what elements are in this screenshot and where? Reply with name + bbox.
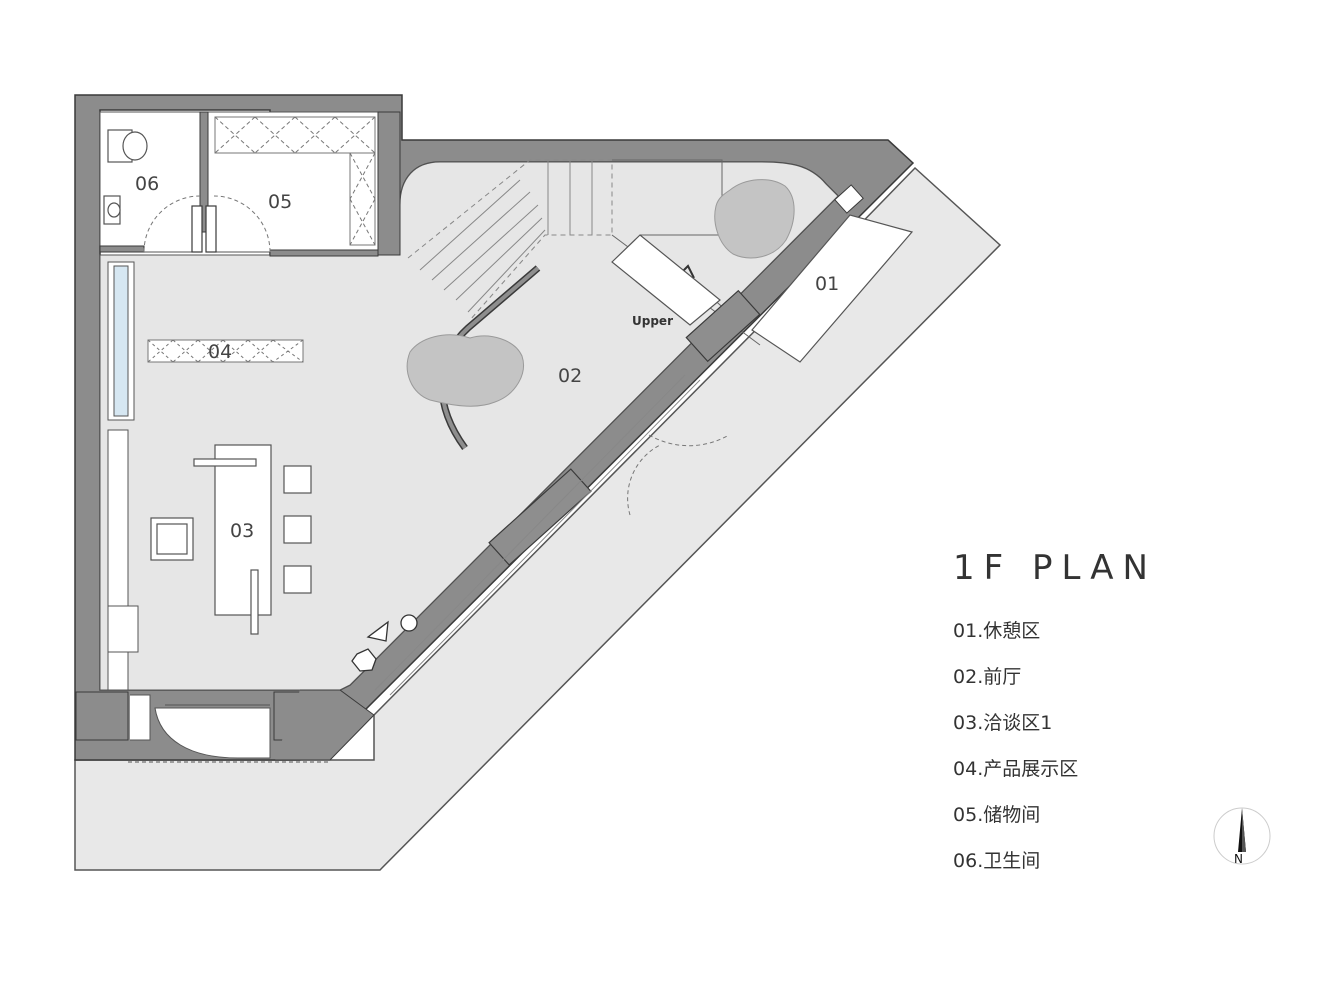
- legend-item: 06.卫生间: [953, 850, 1041, 872]
- room-legend: 01.休憩区 02.前厅 03.洽谈区1 04.产品展示区 05.储物间 06.…: [953, 618, 1078, 894]
- stair-upper-label: Upper: [632, 314, 673, 328]
- storage-front-wall: [269, 249, 379, 257]
- legend-name: 休憩区: [983, 620, 1041, 642]
- legend-code: 02: [953, 666, 978, 688]
- room-label-01: 01: [815, 273, 839, 295]
- legend-code: 05: [953, 804, 978, 826]
- legend-name: 洽谈区1: [983, 712, 1053, 734]
- legend-name: 卫生间: [983, 850, 1041, 872]
- entrance: [75, 689, 375, 763]
- room-label-02: 02: [558, 365, 582, 387]
- glass-facade: [374, 374, 701, 696]
- legend-code: 01: [953, 620, 978, 642]
- corner-pillar: [834, 184, 864, 214]
- legend-name: 产品展示区: [983, 758, 1079, 780]
- wall-cabinet: [107, 261, 139, 691]
- legend-item: 03.洽谈区1: [953, 712, 1053, 734]
- storage-shelves: [214, 116, 376, 246]
- legend-item: 05.储物间: [953, 804, 1041, 826]
- north-arrow-icon: N: [1213, 807, 1271, 866]
- partition-wall-storage-right: [377, 111, 401, 256]
- legend-name: 前厅: [983, 666, 1022, 688]
- meeting-furniture: [150, 444, 312, 635]
- legend-item: 02.前厅: [953, 666, 1022, 688]
- legend-code: 03: [953, 712, 978, 734]
- door-posts: [191, 205, 217, 253]
- legend-item: 01.休憩区: [953, 620, 1041, 642]
- room-label-06: 06: [135, 173, 159, 195]
- rock-sculpture: [406, 179, 795, 407]
- partition-wall-left: [199, 111, 209, 233]
- doors: [143, 195, 730, 516]
- floor-markers: [351, 614, 418, 672]
- toilet-front-wall: [99, 245, 145, 253]
- room-label-05: 05: [268, 191, 292, 213]
- legend-name: 储物间: [983, 804, 1041, 826]
- room-label-04: 04: [208, 341, 232, 363]
- plan-title: 1F PLAN: [953, 548, 1157, 588]
- lounge-block: [685, 289, 761, 363]
- legend-item: 04.产品展示区: [953, 758, 1079, 780]
- legend-code: 06: [953, 850, 978, 872]
- site-ground: [74, 166, 1002, 871]
- lounge-seating: [611, 214, 914, 363]
- product-display-shelf: [147, 339, 304, 363]
- legend-code: 04: [953, 758, 978, 780]
- room-label-03: 03: [230, 520, 254, 542]
- north-label: N: [1234, 852, 1243, 866]
- toilet-fixtures: [103, 129, 148, 225]
